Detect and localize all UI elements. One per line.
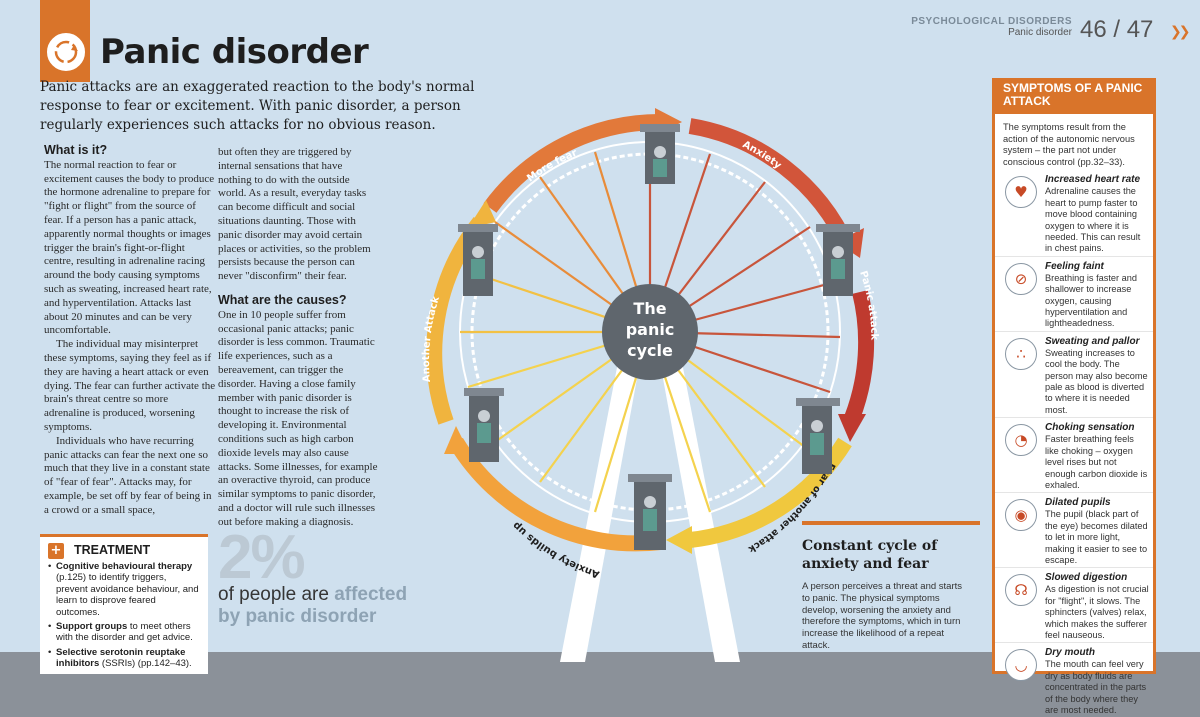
symptom-name: Increased heart rate (1045, 174, 1141, 186)
wheel-leg-right (660, 352, 740, 662)
panic-cycle-wheel: More fear Anxiety Panic attack Fear of a… (421, 108, 879, 662)
section-name: PSYCHOLOGICAL DISORDERS (911, 16, 1072, 27)
symptom-name: Choking sensation (1045, 422, 1135, 434)
symptom-item: ◡ Dry mouth The mouth can feel very dry … (995, 643, 1153, 717)
treatment-item: Selective serotonin reuptake inhibitors … (48, 647, 200, 670)
symptom-name: Dilated pupils (1045, 497, 1111, 509)
symptom-item: ∴ Sweating and pallor Sweating increases… (995, 332, 1153, 419)
eye-icon: ◉ (1005, 499, 1037, 532)
cabin-upper-left (458, 224, 498, 296)
symptom-desc: As digestion is not crucial for "flight"… (1045, 584, 1149, 640)
cycle-arrows-icon (44, 30, 88, 74)
symptom-desc: Sweating increases to cool the body. The… (1045, 347, 1148, 415)
causes-heading: What are the causes? (218, 292, 347, 307)
cycle-title: Constant cycle of anxiety and fear (802, 538, 938, 572)
treatment-item-text: (p.125) to identify triggers, prevent av… (56, 572, 199, 618)
next-chevrons-icon: ❯❯ (1170, 24, 1191, 40)
symptom-name: Dry mouth (1045, 647, 1095, 659)
what-is-it-p4: but often they are triggered by internal… (218, 146, 371, 283)
treatment-box: + TREATMENT Cognitive behavioural therap… (40, 534, 208, 674)
symptom-desc: The mouth can feel very dry as body flui… (1045, 659, 1147, 715)
ring-segment-more-fear (483, 113, 661, 213)
arrow-head-another-attack (468, 200, 496, 228)
treatment-list: Cognitive behavioural therapy (p.125) to… (40, 561, 208, 670)
what-is-it-p3: Individuals who have recurring panic att… (44, 434, 212, 516)
stat-caption-highlight: affected (334, 584, 408, 605)
cabin-lower-right (796, 398, 840, 474)
ring-segment-anxiety-builds (449, 437, 661, 552)
hub-line-2: panic (626, 320, 675, 339)
symptoms-heading: SYMPTOMS OF A PANIC ATTACK (995, 78, 1153, 114)
subsection-name: Panic disorder (1008, 27, 1072, 38)
treatment-item-title: Cognitive behavioural therapy (56, 561, 193, 572)
what-is-it-p1: The normal reaction to fear or excitemen… (44, 158, 215, 337)
cabin-bottom (628, 474, 672, 550)
running-header: PSYCHOLOGICAL DISORDERS Panic disorder (911, 16, 1072, 38)
treatment-item: Cognitive behavioural therapy (p.125) to… (48, 561, 200, 618)
hub-line-3: cycle (627, 341, 673, 360)
plus-icon: + (48, 543, 64, 559)
text-column-1: What is it? The normal reaction to fear … (44, 143, 216, 518)
cabin-lower-left (464, 388, 504, 462)
arrow-head-fear-another (666, 526, 692, 554)
treatment-item-title: Selective serotonin reuptake inhibitors (56, 646, 186, 670)
cycle-caption: Constant cycle of anxiety and fear A per… (802, 521, 980, 652)
throat-icon: ◔ (1005, 424, 1037, 457)
cabin-upper-right (816, 224, 860, 296)
treatment-item: Support groups to meet others with the d… (48, 621, 200, 644)
symptom-name: Slowed digestion (1045, 572, 1128, 584)
heart-icon: ♥ (1005, 176, 1037, 209)
text-column-2: but often they are triggered by internal… (218, 146, 378, 530)
stat-caption-highlight: by panic disorder (218, 606, 377, 627)
cycle-text: A person perceives a threat and starts t… (802, 581, 963, 651)
symptom-desc: Faster breathing feels like choking – ox… (1045, 434, 1148, 490)
page-numbers: 46 / 47 (1080, 16, 1154, 43)
stomach-icon: ☊ (1005, 574, 1037, 607)
cycle-rule (802, 521, 980, 525)
page-title: Panic disorder (100, 32, 369, 72)
arrow-head-anxiety-builds (444, 426, 470, 454)
what-is-it-p2: The individual may misinterpret these sy… (44, 338, 216, 433)
inner-rim (470, 152, 830, 512)
causes-p1: One in 10 people suffer from occasional … (218, 308, 378, 528)
symptom-name: Sweating and pallor (1045, 335, 1140, 347)
stat-caption-part: of people are (218, 584, 335, 605)
arrow-head-panic-attack (838, 414, 866, 442)
treatment-header: + TREATMENT (40, 537, 208, 561)
ring-segment-panic-attack (844, 290, 875, 421)
what-is-it-heading: What is it? (44, 143, 108, 157)
treatment-heading: TREATMENT (74, 543, 151, 557)
stat-percentage: 2% (218, 523, 306, 592)
symptom-item: ◉ Dilated pupils The pupil (black part o… (995, 493, 1153, 569)
symptom-desc: Adrenaline causes the heart to pump fast… (1045, 186, 1141, 254)
hub-line-1: The (633, 299, 666, 318)
treatment-item-text: to meet others with the disorder and get… (56, 621, 193, 644)
symptom-item: ◔ Choking sensation Faster breathing fee… (995, 418, 1153, 494)
symptom-name: Feeling faint (1045, 260, 1104, 272)
treatment-item-text: (SSRIs) (pp.142–43). (99, 658, 192, 670)
wheel-hub (602, 284, 698, 380)
symptom-item: ☊ Slowed digestion As digestion is not c… (995, 568, 1153, 644)
mouth-icon: ◡ (1005, 649, 1037, 682)
treatment-item-title: Support groups (56, 621, 128, 633)
intro-text: Panic attacks are an exaggerated reactio… (40, 79, 475, 133)
symptoms-panel: SYMPTOMS OF A PANIC ATTACK The symptoms … (992, 78, 1156, 715)
cabin-top (640, 124, 680, 184)
symptoms-intro: The symptoms result from the action of t… (1003, 122, 1135, 167)
symptom-item: ♥ Increased heart rate Adrenaline causes… (995, 170, 1153, 257)
symptom-desc: The pupil (black part of the eye) become… (1045, 509, 1148, 565)
sweat-icon: ∴ (1005, 337, 1037, 370)
stat-caption: of people are affected by panic disorder (218, 584, 448, 628)
lungs-icon: ⊘ (1005, 262, 1037, 295)
symptom-item: ⊘ Feeling faint Breathing is faster and … (995, 257, 1153, 332)
symptom-desc: Breathing is faster and shallower to inc… (1045, 272, 1137, 329)
